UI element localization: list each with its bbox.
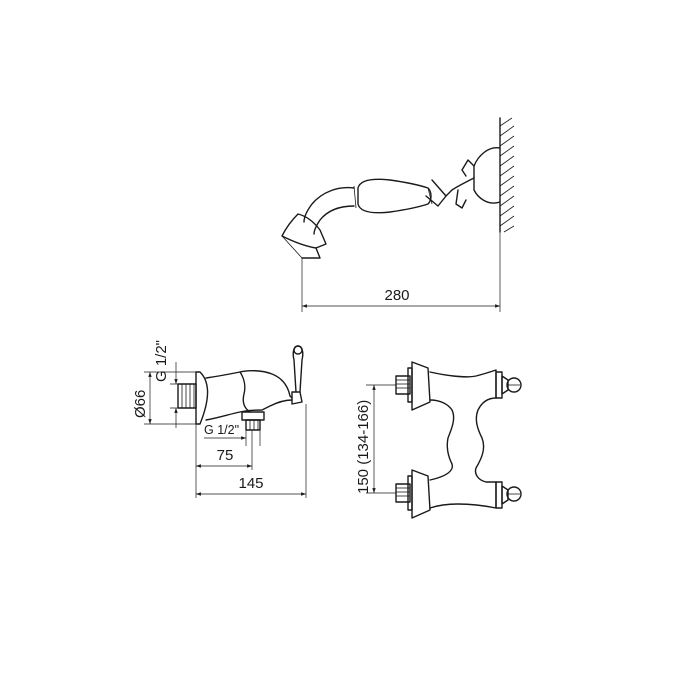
dim-145-label: 145 <box>238 475 263 492</box>
dim-flange-diameter-label: Ø66 <box>132 390 149 418</box>
mixer-front-body <box>429 369 497 509</box>
dim-280-label: 280 <box>384 287 409 304</box>
dim-75: 75 <box>195 424 253 498</box>
shower-handle <box>357 178 432 214</box>
dim-centers-label: 150 (134-166) <box>355 400 372 494</box>
dim-outlet-thread: G 1/2" <box>204 423 261 446</box>
mixer-front-view: 150 (134-166) <box>355 361 522 519</box>
shower-head <box>281 213 327 249</box>
shower-neck <box>303 186 355 223</box>
mixer-side-view: G 1/2" Ø66 G 1/2" 75 145 <box>132 340 307 498</box>
dim-centers: 150 (134-166) <box>355 384 396 494</box>
outlet-thread <box>241 411 265 431</box>
dim-flange-diameter: Ø66 <box>132 371 200 425</box>
upper-inlet <box>395 361 431 411</box>
dim-outlet-thread-label: G 1/2" <box>204 423 239 437</box>
lower-knob <box>495 481 522 509</box>
wall-hatch <box>499 117 515 233</box>
dim-280: 280 <box>301 232 501 312</box>
dim-75-label: 75 <box>217 447 234 464</box>
wall-flange <box>195 371 209 425</box>
dim-inlet-thread: G 1/2" <box>153 340 196 428</box>
hand-shower-view: 280 <box>281 117 515 312</box>
bracket-rosette <box>473 147 501 204</box>
upper-knob <box>495 371 522 399</box>
dim-145: 145 <box>196 404 307 498</box>
mixer-body <box>205 369 293 399</box>
lower-inlet <box>395 469 431 519</box>
dim-inlet-thread-label: G 1/2" <box>153 340 170 382</box>
inlet-thread <box>177 383 197 409</box>
bracket-arm <box>445 177 475 197</box>
lever-handle <box>291 391 303 405</box>
